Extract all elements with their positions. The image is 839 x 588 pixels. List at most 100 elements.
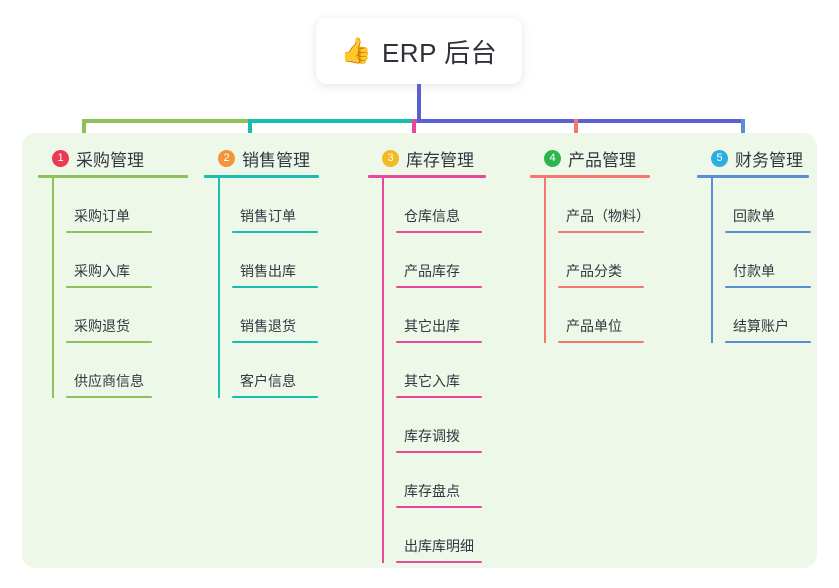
branch-item-label: 回款单: [733, 208, 775, 224]
branch-item-label: 库存盘点: [404, 483, 460, 499]
branch-item-rule: [232, 396, 318, 398]
branch-item-rule: [725, 341, 811, 343]
branch-header-4[interactable]: 4 产品管理: [530, 146, 650, 170]
branch-item-label: 供应商信息: [74, 373, 144, 389]
branch-item[interactable]: 销售订单: [218, 178, 319, 233]
branch-title: 库存管理: [406, 150, 474, 170]
branch-item-rule: [558, 231, 644, 233]
branch-item[interactable]: 供应商信息: [52, 343, 188, 398]
branch-item-rule: [396, 341, 482, 343]
connector-segment-root-col5: [417, 119, 745, 123]
branch-item-rule: [66, 341, 152, 343]
thumbs-up-icon: 👍: [340, 36, 372, 65]
branch-header-rule: [530, 175, 650, 178]
branch-item-label: 出库库明细: [404, 538, 474, 554]
branch-item[interactable]: 采购退货: [52, 288, 188, 343]
branch-item[interactable]: 客户信息: [218, 343, 319, 398]
branch-item-label: 付款单: [733, 263, 775, 279]
branch-item[interactable]: 采购订单: [52, 178, 188, 233]
connector-segment-col1-col2: [82, 119, 248, 123]
branch-item[interactable]: 回款单: [711, 178, 811, 233]
connector-segment-col2-col3: [248, 119, 412, 123]
branch-index-badge: 3: [382, 149, 399, 167]
branch-spine: [711, 178, 713, 343]
root-node-card[interactable]: 👍 ERP 后台: [316, 18, 522, 84]
branch-item-label: 结算账户: [733, 318, 789, 334]
branch-item-rule: [396, 231, 482, 233]
connector-segment-col3-root: [412, 119, 421, 123]
branch-item-label: 销售退货: [240, 318, 296, 334]
branch-item-rule: [396, 451, 482, 453]
branch-item-list: 采购订单采购入库采购退货供应商信息: [38, 178, 188, 398]
branches-panel: [22, 133, 817, 568]
branch-item-rule: [558, 286, 644, 288]
branch-item[interactable]: 库存盘点: [382, 453, 486, 508]
branch-item[interactable]: 产品库存: [382, 233, 486, 288]
branch-title: 财务管理: [735, 150, 803, 170]
connector-root-vertical: [417, 84, 421, 122]
branch-item-rule: [396, 506, 482, 508]
branch-item-label: 产品分类: [566, 263, 622, 279]
branch-index-badge: 1: [52, 149, 69, 167]
branch-item-rule: [396, 396, 482, 398]
branch-header-rule: [697, 175, 809, 178]
branch-item-list: 销售订单销售出库销售退货客户信息: [204, 178, 319, 398]
branch-item-label: 客户信息: [240, 373, 296, 389]
branch-item[interactable]: 其它出库: [382, 288, 486, 343]
branch-item[interactable]: 库存调拨: [382, 398, 486, 453]
branch-item[interactable]: 产品（物料）: [544, 178, 650, 233]
branch-item-rule: [558, 341, 644, 343]
branch-header-5[interactable]: 5 财务管理: [697, 146, 809, 170]
branch-column-1: 1 采购管理采购订单采购入库采购退货供应商信息: [38, 146, 188, 398]
branch-item-rule: [66, 231, 152, 233]
branch-index-badge: 2: [218, 149, 235, 167]
branch-item-list: 产品（物料） 产品分类产品单位: [530, 178, 650, 343]
branch-item-list: 回款单付款单结算账户: [697, 178, 811, 343]
branch-item-rule: [725, 231, 811, 233]
branch-item[interactable]: 出库库明细: [382, 508, 486, 563]
branch-item-label: 产品库存: [404, 263, 460, 279]
branch-item-label: 采购订单: [74, 208, 130, 224]
branch-item[interactable]: 结算账户: [711, 288, 811, 343]
branch-spine: [218, 178, 220, 398]
branch-item-label: 其它出库: [404, 318, 460, 334]
branch-header-3[interactable]: 3 库存管理: [368, 146, 486, 170]
branch-item-label: 仓库信息: [404, 208, 460, 224]
branch-item-rule: [232, 286, 318, 288]
branch-item-rule: [66, 286, 152, 288]
branch-item[interactable]: 销售退货: [218, 288, 319, 343]
branch-item[interactable]: 采购入库: [52, 233, 188, 288]
branch-item-rule: [66, 396, 152, 398]
branch-item-list: 仓库信息产品库存其它出库其它入库库存调拨库存盘点出库库明细: [368, 178, 486, 563]
branch-index-badge: 5: [711, 149, 728, 167]
branch-item[interactable]: 产品单位: [544, 288, 650, 343]
branch-header-1[interactable]: 1 采购管理: [38, 146, 188, 170]
branch-item[interactable]: 其它入库: [382, 343, 486, 398]
branch-header-rule: [368, 175, 486, 178]
branch-item[interactable]: 产品分类: [544, 233, 650, 288]
branch-item-rule: [232, 341, 318, 343]
branch-column-2: 2 销售管理销售订单销售出库销售退货客户信息: [204, 146, 319, 398]
branch-item-rule: [396, 286, 482, 288]
branch-column-5: 5 财务管理回款单付款单结算账户: [697, 146, 811, 343]
branch-header-2[interactable]: 2 销售管理: [204, 146, 319, 170]
branch-index-badge: 4: [544, 149, 561, 167]
branch-item[interactable]: 销售出库: [218, 233, 319, 288]
branch-item-rule: [396, 561, 482, 563]
branch-item[interactable]: 仓库信息: [382, 178, 486, 233]
branch-item-label: 采购退货: [74, 318, 130, 334]
branch-title: 采购管理: [76, 150, 144, 170]
branch-spine: [544, 178, 546, 343]
branch-item-label: 库存调拨: [404, 428, 460, 444]
branch-item[interactable]: 付款单: [711, 233, 811, 288]
branch-item-label: 销售订单: [240, 208, 296, 224]
branch-title: 产品管理: [568, 150, 636, 170]
branch-column-3: 3 库存管理仓库信息产品库存其它出库其它入库库存调拨库存盘点出库库明细: [368, 146, 486, 563]
branch-title: 销售管理: [242, 150, 310, 170]
branch-item-label: 产品（物料）: [566, 208, 650, 224]
branch-spine: [382, 178, 384, 563]
branch-header-rule: [38, 175, 188, 178]
branch-item-label: 销售出库: [240, 263, 296, 279]
branch-item-label: 产品单位: [566, 318, 622, 334]
root-node-title: ERP 后台: [381, 37, 498, 68]
